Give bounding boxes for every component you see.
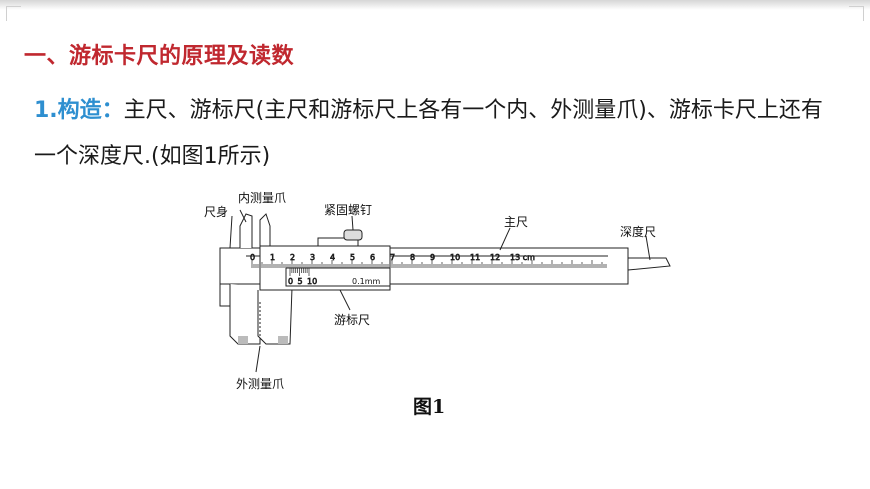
main-scale-tick-label: 10 bbox=[450, 253, 460, 262]
label-ruler-body: 尺身 bbox=[204, 204, 228, 219]
label-main-scale: 主尺 bbox=[504, 215, 528, 229]
main-scale-tick-label: 8 bbox=[410, 253, 415, 262]
main-scale-tick-label: 3 bbox=[310, 253, 315, 262]
figure-caption: 图1 bbox=[413, 396, 446, 418]
corner-mark-right bbox=[849, 6, 864, 21]
main-scale-tick-label: 5 bbox=[350, 253, 355, 262]
pointer-vernier bbox=[339, 289, 351, 311]
main-scale-tick-label: 13 cm bbox=[510, 253, 535, 262]
pointer-depth-rod bbox=[645, 235, 651, 261]
vernier-outer-jaw bbox=[257, 287, 293, 345]
main-scale-tick-label: 6 bbox=[370, 253, 375, 262]
pointer-outer-jaws bbox=[255, 345, 261, 373]
vernier-inner-jaw bbox=[259, 213, 271, 248]
main-scale-tick-label: 4 bbox=[330, 253, 335, 262]
structure-paragraph: 1.构造：主尺、游标尺(主尺和游标尺上各有一个内、外测量爪)、游标卡尺上还有一个… bbox=[34, 88, 844, 180]
structure-lead: 1.构造： bbox=[34, 98, 124, 123]
jaw-shading-left bbox=[238, 336, 248, 344]
lock-screw-base bbox=[317, 237, 359, 247]
corner-mark-left bbox=[6, 6, 21, 21]
label-inner-jaws: 内测量爪 bbox=[238, 191, 286, 205]
label-precision: 0.1mm bbox=[352, 277, 381, 286]
jaw-shading-right bbox=[278, 336, 288, 344]
vernier-scale-tick-label: 5 bbox=[298, 277, 303, 286]
top-shadow bbox=[0, 0, 870, 10]
pointer-main-scale bbox=[499, 227, 511, 251]
pointer-ruler-body bbox=[229, 215, 233, 249]
fixed-outer-jaw bbox=[229, 284, 261, 345]
pointer-inner-jaws bbox=[239, 209, 247, 223]
label-depth-rod: 深度尺 bbox=[620, 224, 656, 239]
label-lock-screw: 紧固螺钉 bbox=[324, 203, 372, 217]
label-outer-jaws: 外测量爪 bbox=[236, 377, 284, 391]
lock-screw-knob bbox=[343, 229, 363, 241]
vernier-scale-tick-label: 10 bbox=[307, 277, 317, 286]
label-vernier: 游标尺 bbox=[334, 313, 370, 327]
section-title: 一、游标卡尺的原理及读数 bbox=[24, 44, 295, 69]
fixed-inner-jaw bbox=[239, 213, 253, 248]
main-scale-tick-label: 11 bbox=[470, 253, 480, 262]
structure-text: 主尺、游标尺(主尺和游标尺上各有一个内、外测量爪)、游标卡尺上还有一个深度尺.(… bbox=[34, 98, 823, 169]
vernier-scale-tick-label: 0 bbox=[288, 277, 293, 286]
main-scale-tick-label: 1 bbox=[270, 253, 275, 262]
main-scale-tick-label: 0 bbox=[250, 253, 255, 262]
main-scale-tick-label: 7 bbox=[390, 253, 395, 262]
main-scale-tick-label: 12 bbox=[490, 253, 500, 262]
main-scale-tick-label: 2 bbox=[290, 253, 295, 262]
depth-rod bbox=[627, 257, 671, 271]
pointer-lock-screw bbox=[351, 215, 354, 231]
main-scale-tick-label: 9 bbox=[430, 253, 435, 262]
